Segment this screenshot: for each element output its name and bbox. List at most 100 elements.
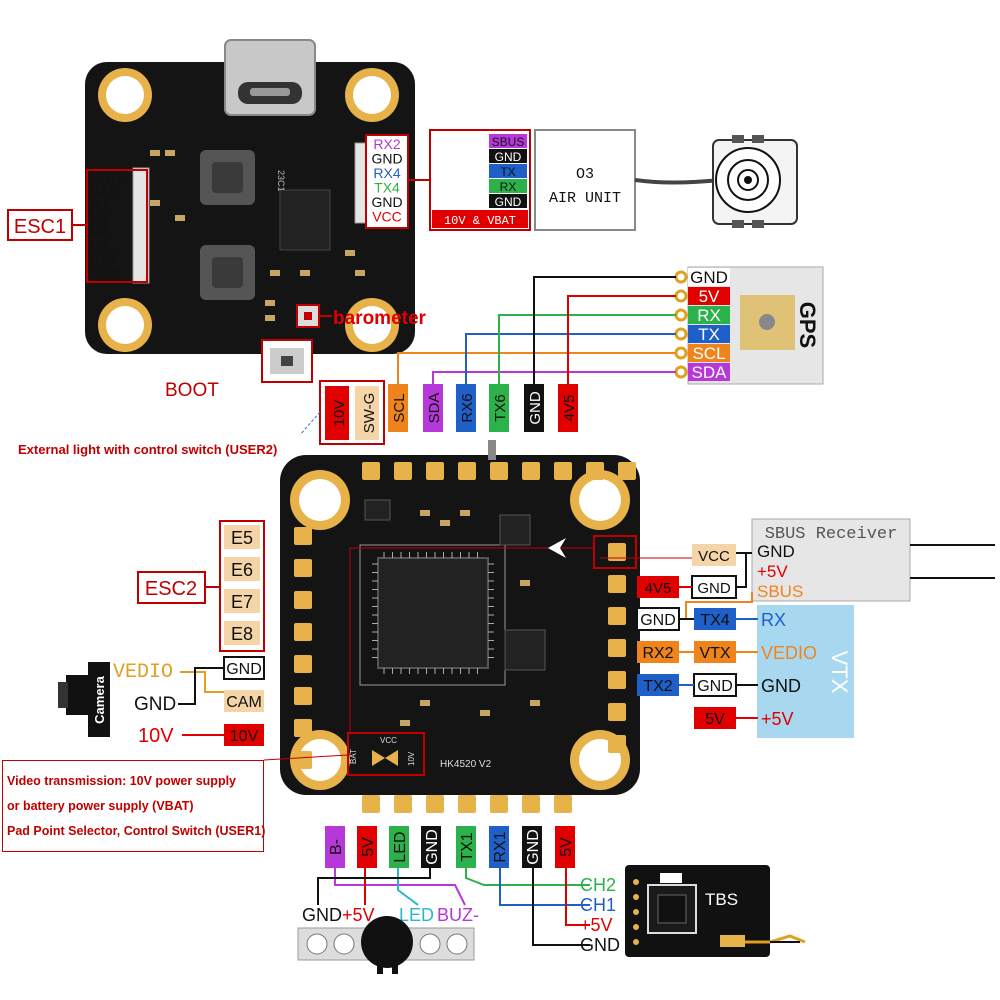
gps-header-pad: 4V5 <box>561 395 578 422</box>
vtx-mid-pad: TX4 <box>700 612 729 629</box>
buzzer-pad: 5V <box>360 837 377 857</box>
esc1-label: ESC1 <box>14 216 66 238</box>
air-unit-pin: RX <box>500 180 517 194</box>
esc2-pad-bg <box>224 589 260 613</box>
gps-header-pad-bg <box>423 384 443 432</box>
gps-pin: SDA <box>692 363 728 382</box>
gps-header-pad: TX6 <box>492 394 509 422</box>
esc2-pad-bg <box>224 621 260 645</box>
tbs-pad-bg <box>489 826 509 868</box>
fpv-camera: Camera VEDIO GND GND CAM 10V 10V <box>58 656 265 747</box>
vtx-left-pad: GND <box>640 612 676 629</box>
gps-pin: RX <box>697 306 721 325</box>
vtx-left-pad-bg <box>637 641 679 663</box>
board-pad <box>294 623 312 641</box>
gps-pin-hole <box>674 327 688 341</box>
gps-header-pad-bg <box>489 384 509 432</box>
uart-pin: VCC <box>372 209 402 225</box>
buzzer-pad-bg <box>421 826 441 868</box>
gps-header-pad-bg <box>456 384 476 432</box>
vtx-left-pad: TX2 <box>643 678 672 695</box>
gps-header-pad: SDA <box>426 393 443 424</box>
air-unit-pin-bg <box>489 134 527 148</box>
light-pad-bg <box>355 386 379 440</box>
gps-pin: TX <box>698 325 720 344</box>
air-unit-name-2: AIR UNIT <box>549 190 621 207</box>
chip-marking: 23C1 <box>276 170 286 192</box>
board-pad <box>294 655 312 673</box>
video-note-line-2: or battery power supply (VBAT) <box>7 799 194 813</box>
gps-pin: GND <box>690 268 728 287</box>
esc2-pad-bg <box>224 525 260 549</box>
air-unit-name-1: O3 <box>576 166 594 183</box>
cam-10v-label: 10V <box>138 725 174 747</box>
vtx-right-label: VEDIO <box>761 643 817 663</box>
camera-video-label: VEDIO <box>113 661 173 684</box>
board-pad <box>426 462 444 480</box>
gps-pin-bg <box>688 268 730 286</box>
vtx-mid-pad-bg <box>694 707 736 729</box>
vtx-right-label: GND <box>761 676 801 696</box>
board-pad <box>294 591 312 609</box>
board-pad <box>362 462 380 480</box>
tbs-wire-label: CH1 <box>580 895 616 915</box>
sbus-4v5-pad: 4V5 <box>645 580 672 597</box>
esc1-pin: M4 <box>90 237 110 253</box>
gps-pin-hole <box>674 365 688 379</box>
selector-10v: 10V <box>407 751 416 766</box>
esc2-pad: E8 <box>231 624 253 644</box>
cam-pad-gnd: GND <box>226 661 262 678</box>
gps-pin-bg <box>688 306 730 324</box>
gps-header-pad: SCL <box>391 393 408 422</box>
light-pad-bg <box>325 386 349 440</box>
gps-header-pad-bg <box>524 384 544 432</box>
gps-wires <box>397 276 676 384</box>
tbs-pad: TX1 <box>459 832 476 861</box>
tbs-pad: RX1 <box>492 831 509 862</box>
esc1-pin: GND <box>90 169 121 185</box>
gps-header-pad: GND <box>527 391 544 425</box>
gps-header-pad-bg <box>388 384 408 432</box>
uart-pin: RX2 <box>373 136 400 152</box>
uart-pin: GND <box>371 194 402 210</box>
uart-pin: RX4 <box>373 165 400 181</box>
esc1-pin: CUrr <box>90 264 120 280</box>
esc1-pin: BAT <box>90 183 117 199</box>
board-pad <box>608 671 626 689</box>
uart-pin: GND <box>371 151 402 167</box>
vtx-mid-pad: GND <box>697 678 733 695</box>
gps-pin-hole <box>674 270 688 284</box>
buzzer-wire-label: BUZ- <box>437 905 479 925</box>
bottom-flight-controller-board: HK4520 V2 VCC BAT 10V <box>280 440 640 813</box>
air-unit-pin-bg <box>489 194 527 208</box>
camera-gnd-label: GND <box>134 694 176 715</box>
sbus-pin-5v: +5V <box>757 562 788 581</box>
board-pad <box>554 462 572 480</box>
uart-pin: TX4 <box>374 180 400 196</box>
board-pad <box>394 795 412 813</box>
air-unit-pin-bg <box>489 149 527 163</box>
board-pad <box>294 719 312 737</box>
tbs-pad-bg <box>522 826 542 868</box>
gps-pin-bg <box>688 287 730 305</box>
esc2-pad-bg <box>224 557 260 581</box>
buzzer-pad: LED <box>392 831 409 862</box>
gps-pin-hole <box>674 308 688 322</box>
buzzer-wire-label: GND <box>302 905 342 925</box>
air-unit-pin-bg <box>489 179 527 193</box>
selector-vcc: VCC <box>380 736 397 745</box>
selector-bat: BAT <box>349 749 358 764</box>
gps-wire <box>465 333 676 384</box>
air-unit-pin: GND <box>495 195 522 209</box>
board-pad <box>608 607 626 625</box>
video-note-line-1: Video transmission: 10V power supply <box>7 774 236 788</box>
light-switch-label: External light with control switch (USER… <box>18 442 278 457</box>
gps-pin-hole <box>674 346 688 360</box>
sbus-vcc-pad: VCC <box>698 548 730 565</box>
